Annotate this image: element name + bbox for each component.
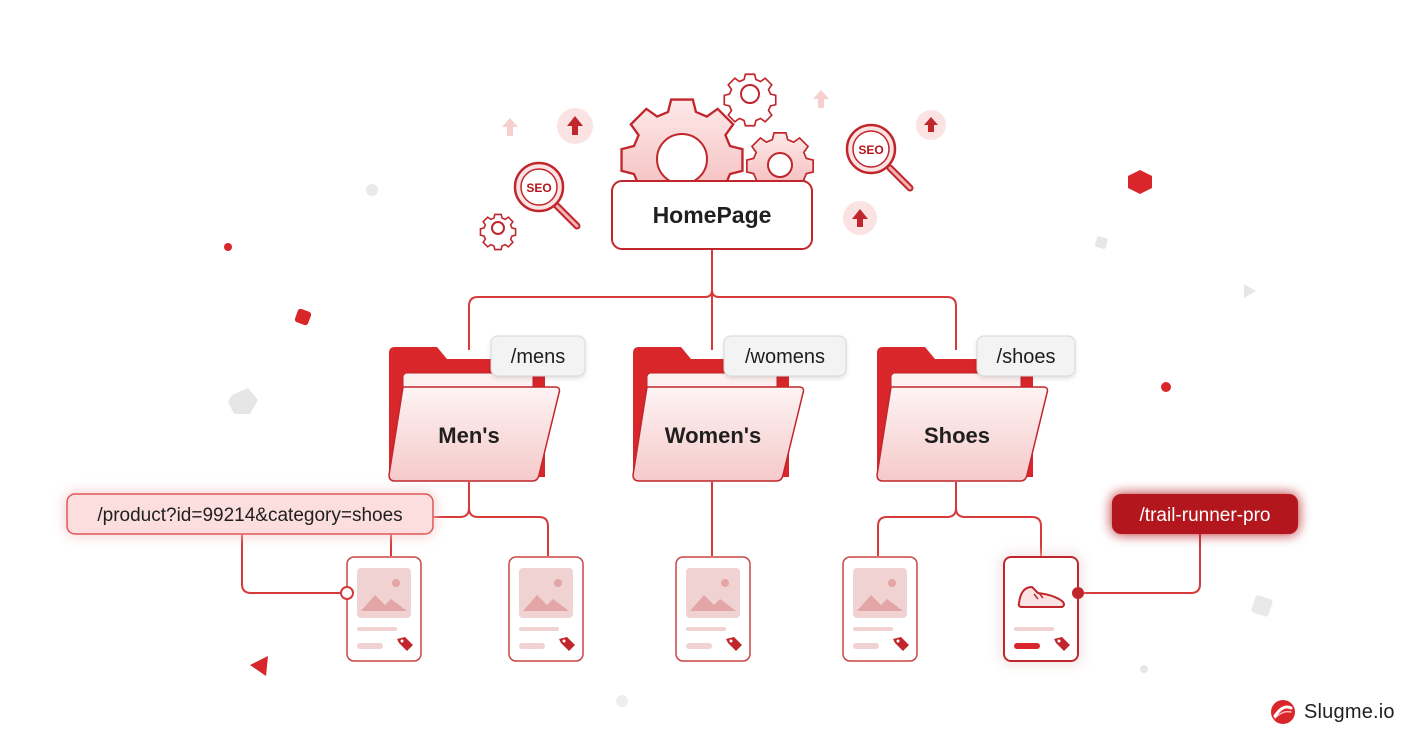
text-line [357, 627, 397, 631]
homepage-node[interactable]: HomePage [611, 180, 813, 250]
text-line [1014, 627, 1054, 631]
price-bar [853, 643, 879, 649]
folder-label: Shoes [924, 423, 990, 448]
sun-shape [554, 579, 562, 587]
product-card-icon[interactable] [842, 556, 918, 662]
slug-label: /shoes [997, 346, 1056, 368]
product-card-icon[interactable] [346, 556, 422, 662]
folder-label: Women's [665, 423, 762, 448]
slug-tag-mens: /mens [490, 335, 586, 377]
price-tag-hole [562, 639, 566, 643]
shoe-lace [1033, 593, 1039, 600]
price-tag-hole [400, 639, 404, 643]
tree-connectors [241, 250, 1201, 594]
url-bad-text: /product?id=99214&category=shoes [97, 505, 402, 526]
shoe-lace [1038, 592, 1044, 599]
url-label-bad: /product?id=99214&category=shoes [66, 493, 434, 535]
up-arrow-icon [502, 118, 518, 136]
mountain-shape [857, 595, 903, 611]
up-arrow-icon [813, 90, 829, 108]
product-card-icon[interactable] [508, 556, 584, 662]
up-arrow-icon [557, 108, 593, 144]
sun-shape [888, 579, 896, 587]
folder-womens[interactable]: Women's [632, 347, 805, 482]
text-line [519, 627, 559, 631]
slug-label: /womens [745, 346, 825, 368]
seo-label: SEO [858, 143, 883, 157]
connector-dot [340, 586, 354, 600]
gear-icon [723, 73, 777, 127]
seo-magnifier-icon: SEO [513, 161, 581, 230]
slug-tag-womens: /womens [723, 335, 847, 377]
brand-name: Slugme.io [1304, 700, 1395, 723]
mountain-shape [523, 595, 569, 611]
gear-icon [745, 132, 815, 200]
slug-tag-shoes: /shoes [976, 335, 1076, 377]
background-decorations [224, 170, 1273, 707]
up-arrow-icon [916, 110, 946, 140]
slug-label: /mens [511, 346, 565, 368]
price-tag-hole [1057, 639, 1061, 643]
url-label-good: /trail-runner-pro [1112, 494, 1298, 534]
price-tag-hole [729, 639, 733, 643]
text-line [686, 627, 726, 631]
url-good-text: /trail-runner-pro [1140, 505, 1271, 526]
sun-shape [392, 579, 400, 587]
price-bar [357, 643, 383, 649]
price-bar [519, 643, 545, 649]
text-line [853, 627, 893, 631]
product-card-icon[interactable] [675, 556, 751, 662]
product-cards [346, 556, 1079, 662]
folder-mens[interactable]: Men's [388, 347, 561, 482]
product-card-icon[interactable] [1003, 556, 1079, 662]
up-arrow-icon [843, 201, 877, 235]
mountain-shape [361, 595, 407, 611]
connector-dot [1072, 587, 1084, 599]
price-tag-hole [896, 639, 900, 643]
price-bar [1014, 643, 1040, 649]
gear-icon [479, 213, 517, 251]
sun-shape [721, 579, 729, 587]
seo-magnifier-icon: SEO [845, 123, 914, 192]
mountain-shape [690, 595, 736, 611]
price-bar [686, 643, 712, 649]
folder-label: Men's [438, 423, 499, 448]
homepage-label: HomePage [653, 202, 772, 228]
folder-shoes[interactable]: Shoes [876, 347, 1049, 482]
seo-label: SEO [526, 181, 551, 195]
brand-logo: Slugme.io [1270, 695, 1395, 729]
slugme-logo-icon [1271, 700, 1295, 724]
